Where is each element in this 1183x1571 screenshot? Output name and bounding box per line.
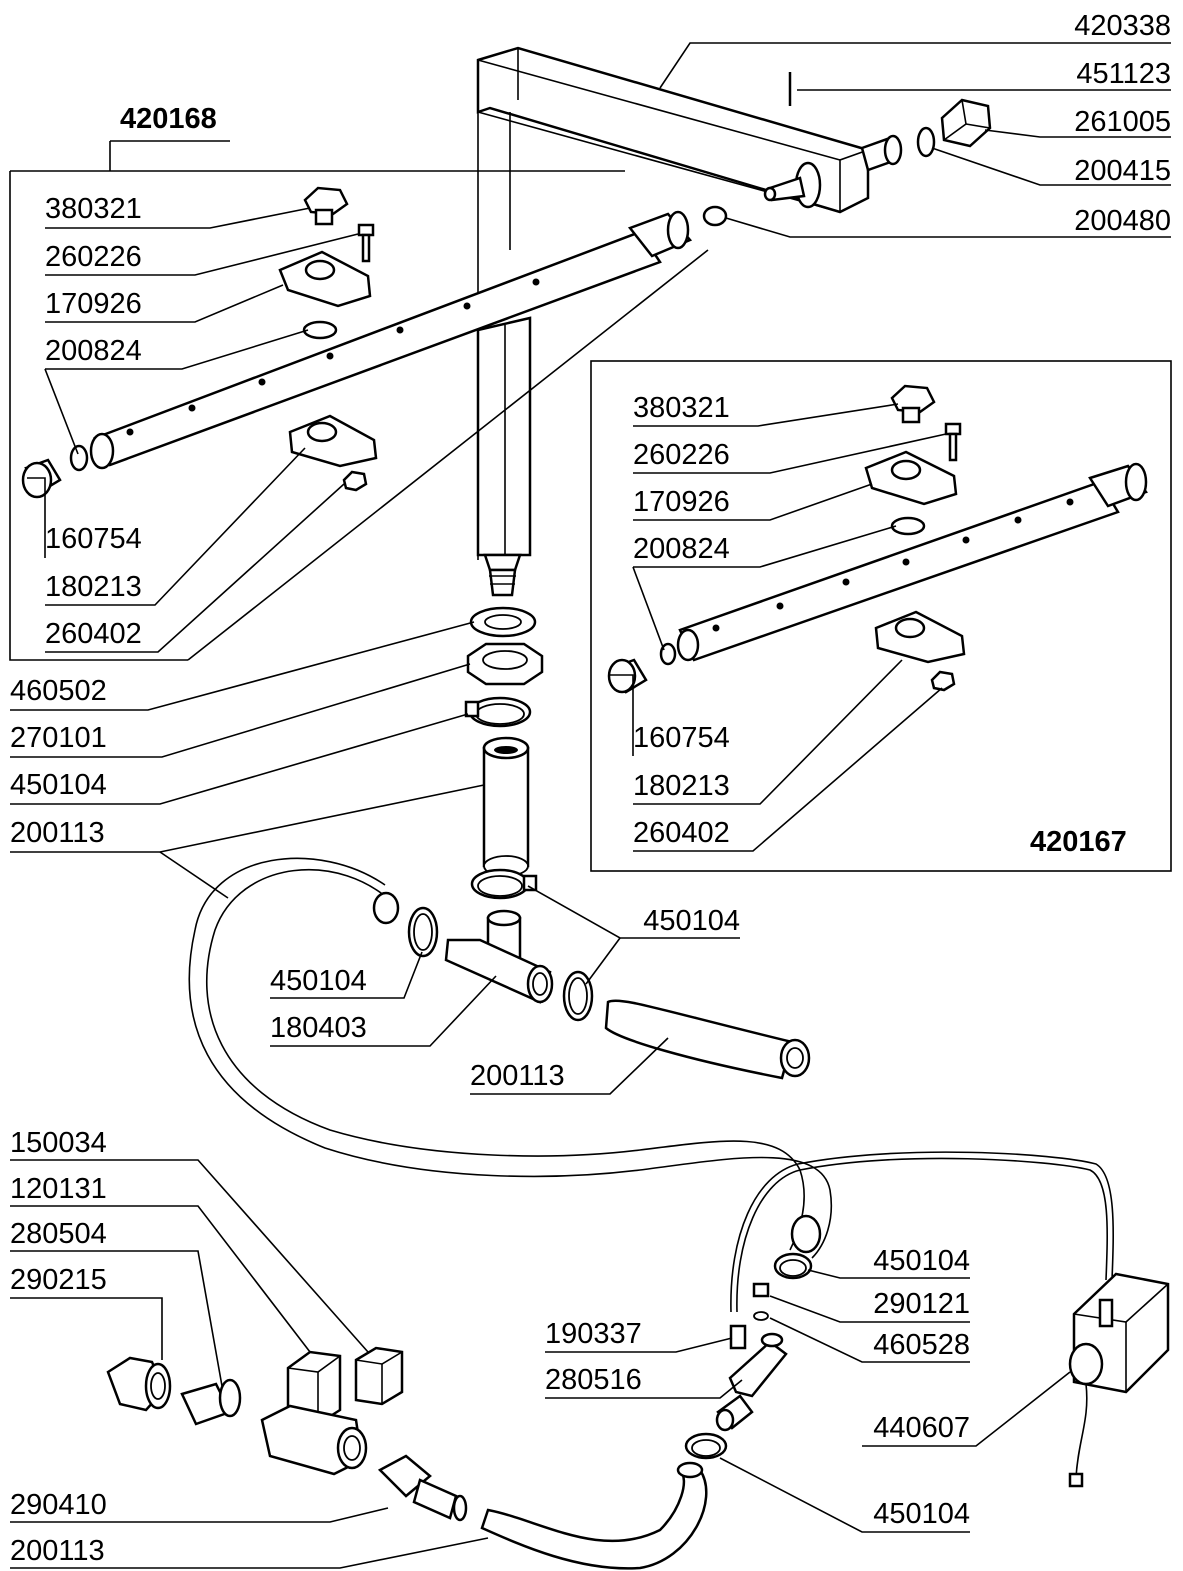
spray-bar-right xyxy=(676,462,1148,662)
plug-261005 xyxy=(940,98,992,148)
frame-end-fitting xyxy=(763,134,903,209)
label-200113-bottom: 200113 xyxy=(10,1535,105,1567)
hose-200113-mid xyxy=(604,999,811,1080)
label-150034: 150034 xyxy=(10,1127,107,1159)
label-180213-right: 180213 xyxy=(633,770,730,802)
cap-160754-right xyxy=(607,658,648,694)
knob-380321-right xyxy=(890,384,936,424)
label-280504: 280504 xyxy=(10,1218,107,1250)
label-260402-left: 260402 xyxy=(45,618,142,650)
frame-tube-420338 xyxy=(476,46,870,597)
label-200824-left: 200824 xyxy=(45,335,142,367)
label-451123: 451123 xyxy=(1076,58,1171,90)
spray-bar-left xyxy=(89,210,693,470)
label-200113-mid: 200113 xyxy=(470,1060,565,1092)
screw-290121 xyxy=(752,1282,770,1298)
cap-160754-left xyxy=(21,458,62,499)
label-260226-left: 260226 xyxy=(45,241,142,273)
label-280516: 280516 xyxy=(545,1364,642,1396)
oring-200824-right-top xyxy=(890,516,926,536)
hose-200113-short xyxy=(482,736,530,877)
hose-200113-long xyxy=(188,857,833,1259)
clamp-180213-left xyxy=(288,414,378,468)
hose-200113-bottom xyxy=(480,1461,708,1570)
manifold-280516 xyxy=(715,1332,788,1432)
label-190337: 190337 xyxy=(545,1318,642,1350)
label-170926-right: 170926 xyxy=(633,486,730,518)
label-260226-right: 260226 xyxy=(633,439,730,471)
label-460502: 460502 xyxy=(10,675,107,707)
tee-180403 xyxy=(444,909,554,1004)
box-420167 xyxy=(590,360,1172,872)
label-270101: 270101 xyxy=(10,722,107,754)
label-260402-right: 260402 xyxy=(633,817,730,849)
hose-clamp-450104-f xyxy=(684,1432,728,1460)
nut-270101 xyxy=(466,642,544,686)
hose-clamp-450104-a xyxy=(464,696,532,728)
label-450104-mid-right: 450104 xyxy=(643,905,740,937)
clamp-170926-right xyxy=(864,450,958,506)
label-290121: 290121 xyxy=(873,1288,970,1320)
label-180213-left: 180213 xyxy=(45,571,142,603)
oring-200824-right xyxy=(659,642,677,666)
label-170926-left: 170926 xyxy=(45,288,142,320)
fitting-280504 xyxy=(180,1378,242,1426)
fitting-190337 xyxy=(729,1324,747,1350)
coil-150034 xyxy=(354,1346,404,1406)
hose-clamp-450104-b xyxy=(470,868,538,900)
label-261005: 261005 xyxy=(1074,106,1171,138)
clamp-170926-left xyxy=(278,250,372,308)
label-450104-br-top: 450104 xyxy=(873,1245,970,1277)
box-420168 xyxy=(9,140,625,661)
hose-clamp-450104-d xyxy=(562,970,594,1022)
label-460528: 460528 xyxy=(873,1329,970,1361)
ring-200480 xyxy=(702,205,728,227)
label-290410: 290410 xyxy=(10,1489,107,1521)
label-200415: 200415 xyxy=(1074,155,1171,187)
title-420168: 420168 xyxy=(120,103,217,135)
valve-body-120131 xyxy=(260,1350,368,1476)
title-420167: 420167 xyxy=(1030,826,1127,858)
label-160754-left: 160754 xyxy=(45,523,142,555)
label-180403: 180403 xyxy=(270,1012,367,1044)
label-420338: 420338 xyxy=(1074,10,1171,42)
oring-200415 xyxy=(916,126,936,158)
label-450104-left: 450104 xyxy=(10,769,107,801)
label-200113-left: 200113 xyxy=(10,817,105,849)
oring-200824-left-top xyxy=(302,320,338,340)
oring-200824-left xyxy=(69,444,89,472)
hose-clamp-450104-c xyxy=(407,906,439,958)
hose-clamp-450104-e xyxy=(773,1252,813,1280)
fitting-290215 xyxy=(106,1356,172,1412)
clamp-180213-right xyxy=(874,610,966,664)
label-160754-right: 160754 xyxy=(633,722,730,754)
thin-tube xyxy=(736,1157,1108,1313)
label-450104-br-bottom: 450104 xyxy=(873,1498,970,1530)
screw-260226-left xyxy=(357,223,375,263)
label-440607: 440607 xyxy=(873,1412,970,1444)
screw-260226-right xyxy=(944,422,962,462)
knob-380321-left xyxy=(303,186,349,226)
solenoid-box-440607 xyxy=(1068,1272,1170,1488)
fitting-290410 xyxy=(377,1454,468,1522)
label-200824-right: 200824 xyxy=(633,533,730,565)
label-120131: 120131 xyxy=(10,1173,107,1205)
label-380321-left: 380321 xyxy=(45,193,142,225)
label-200480: 200480 xyxy=(1074,205,1171,237)
label-290215: 290215 xyxy=(10,1264,107,1296)
nut-260402-left xyxy=(342,470,368,492)
label-380321-right: 380321 xyxy=(633,392,730,424)
washer-460528 xyxy=(753,1311,769,1321)
label-450104-mid-left: 450104 xyxy=(270,965,367,997)
nut-260402-right xyxy=(930,670,956,692)
